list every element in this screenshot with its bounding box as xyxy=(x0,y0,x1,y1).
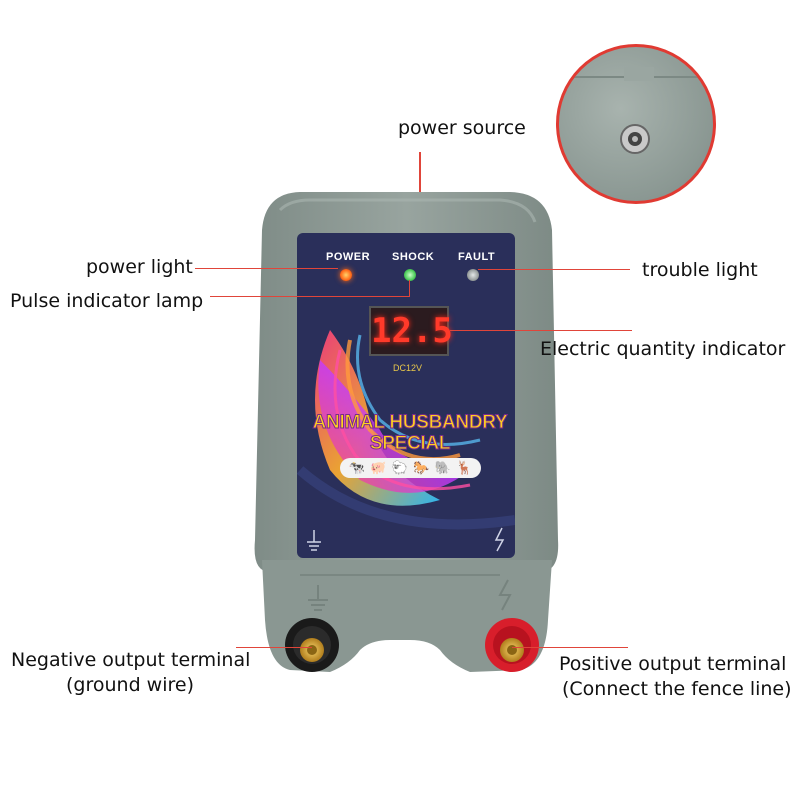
sheep-icon: 🐑 xyxy=(391,460,408,476)
pulse-lamp-leader-h xyxy=(210,296,410,297)
deer-icon: 🦌 xyxy=(456,460,473,476)
voltage-display: 12.5 xyxy=(369,306,453,356)
ground-symbol xyxy=(307,530,321,551)
positive-terminal-sublabel: (Connect the fence line) xyxy=(562,678,792,700)
power-light-label: power light xyxy=(86,256,193,278)
negative-terminal-sublabel: (ground wire) xyxy=(66,674,194,696)
pig-icon: 🐖 xyxy=(370,460,387,476)
negative-terminal xyxy=(285,618,339,672)
power-source-inset xyxy=(556,44,716,204)
electric-indicator-label: Electric quantity indicator xyxy=(540,338,786,360)
power-source-leader xyxy=(419,152,421,192)
trouble-light-label: trouble light xyxy=(642,259,758,281)
pulse-lamp-label: Pulse indicator lamp xyxy=(10,290,204,312)
animal-icons-strip: 🐄 🐖 🐑 🐎 🐘 🦌 xyxy=(340,458,481,478)
bolt-symbol xyxy=(494,527,505,552)
pulse-lamp-leader-v xyxy=(409,280,410,297)
positive-terminal-label: Positive output terminal xyxy=(559,653,787,675)
elephant-icon: 🐘 xyxy=(434,460,451,476)
electric-indicator-leader xyxy=(450,330,632,331)
panel-title-line2: SPECIAL xyxy=(369,433,451,455)
trouble-light-leader xyxy=(478,269,630,270)
negative-terminal-leader xyxy=(236,647,312,648)
power-source-label: power source xyxy=(398,117,526,139)
power-light-leader xyxy=(195,268,338,269)
horse-icon: 🐎 xyxy=(413,460,430,476)
power-label: POWER xyxy=(326,251,371,263)
negative-terminal-label: Negative output terminal xyxy=(11,649,251,671)
shock-led xyxy=(404,269,416,281)
fault-led xyxy=(467,269,479,281)
power-jack-icon xyxy=(559,67,713,154)
shock-label: SHOCK xyxy=(392,251,435,263)
cow-icon: 🐄 xyxy=(348,460,365,476)
dc-voltage-label: DC12V xyxy=(393,363,423,373)
fault-label: FAULT xyxy=(458,251,496,263)
positive-terminal-leader xyxy=(512,647,628,648)
power-led xyxy=(340,269,352,281)
positive-terminal xyxy=(485,618,539,672)
panel-title-line1: ANIMAL HUSBANDRY xyxy=(312,412,508,434)
